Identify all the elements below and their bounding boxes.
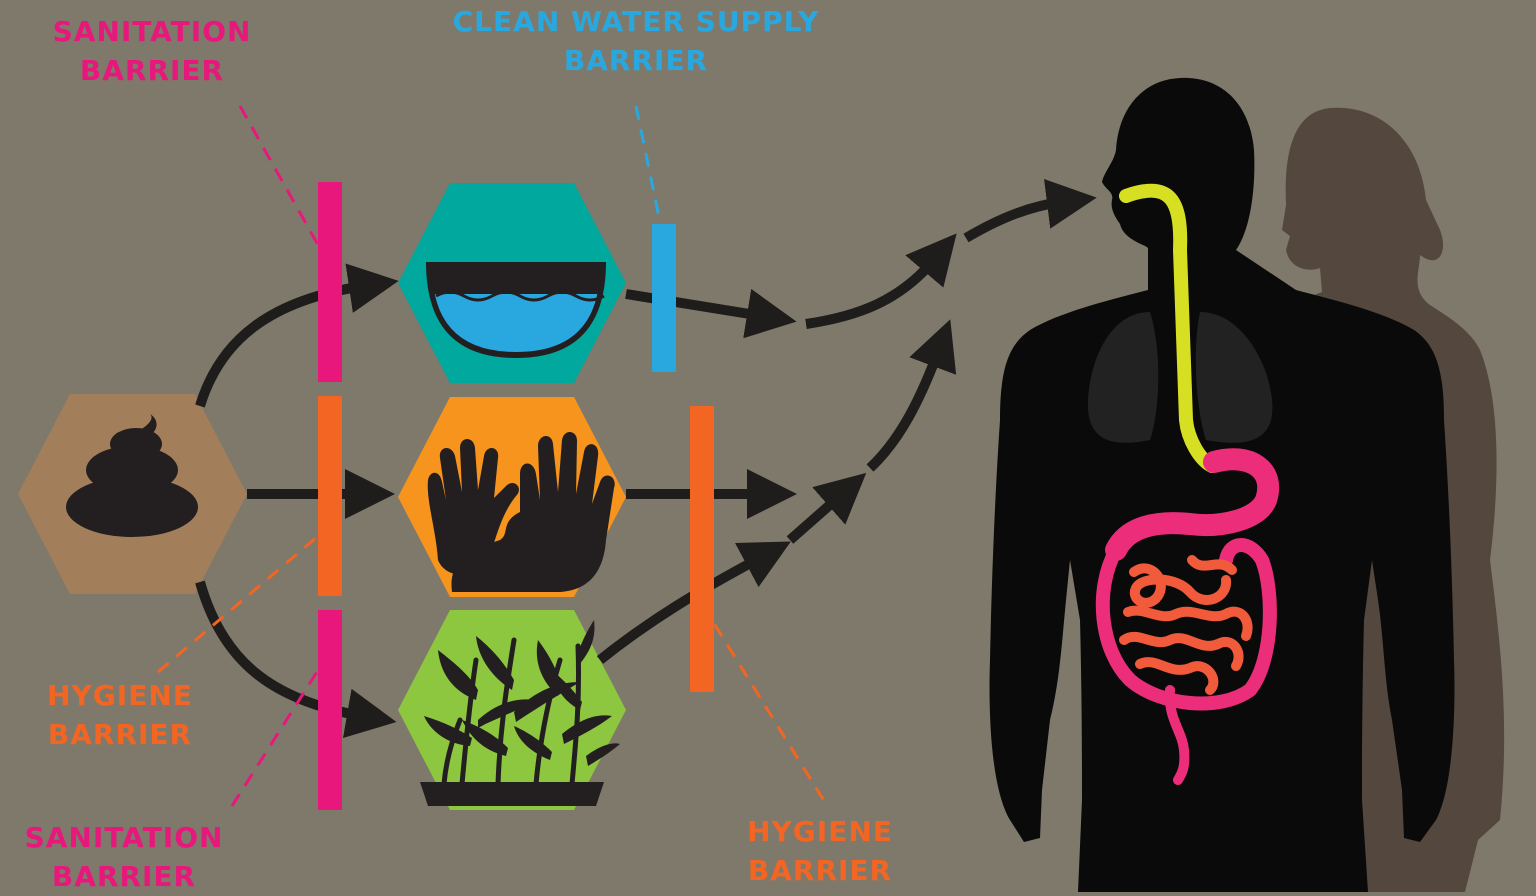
leader-clean-water xyxy=(636,106,660,222)
arrow-crops-up xyxy=(790,496,840,540)
arrow-crops-out xyxy=(600,558,760,660)
arrow-water-out xyxy=(626,294,762,316)
sanitation-barrier-top xyxy=(318,182,342,382)
sanitation-barrier-bottom xyxy=(318,610,342,810)
leader-hygiene-right xyxy=(702,604,826,804)
water-hexagon xyxy=(398,183,626,383)
hygiene-barrier-right xyxy=(690,406,714,692)
leader-sanitation-top xyxy=(240,106,322,252)
clean-water-barrier xyxy=(652,224,676,372)
arrow-join-upper xyxy=(806,260,934,324)
feces-hexagon xyxy=(18,394,247,594)
arrow-to-mouth xyxy=(966,202,1062,238)
hygiene-barrier-left xyxy=(318,396,342,596)
hands-hexagon xyxy=(398,397,626,597)
sanitation-barrier-top-label: SANITATION BARRIER xyxy=(40,12,264,90)
hygiene-barrier-left-label: HYGIENE BARRIER xyxy=(30,676,210,754)
crops-hexagon xyxy=(398,610,626,810)
hygiene-barrier-right-label: HYGIENE BARRIER xyxy=(730,812,910,890)
sanitation-barrier-bottom-label: SANITATION BARRIER xyxy=(12,818,236,896)
arrow-join-lower xyxy=(870,352,938,468)
clean-water-barrier-label: CLEAN WATER SUPPLY BARRIER xyxy=(430,2,842,80)
